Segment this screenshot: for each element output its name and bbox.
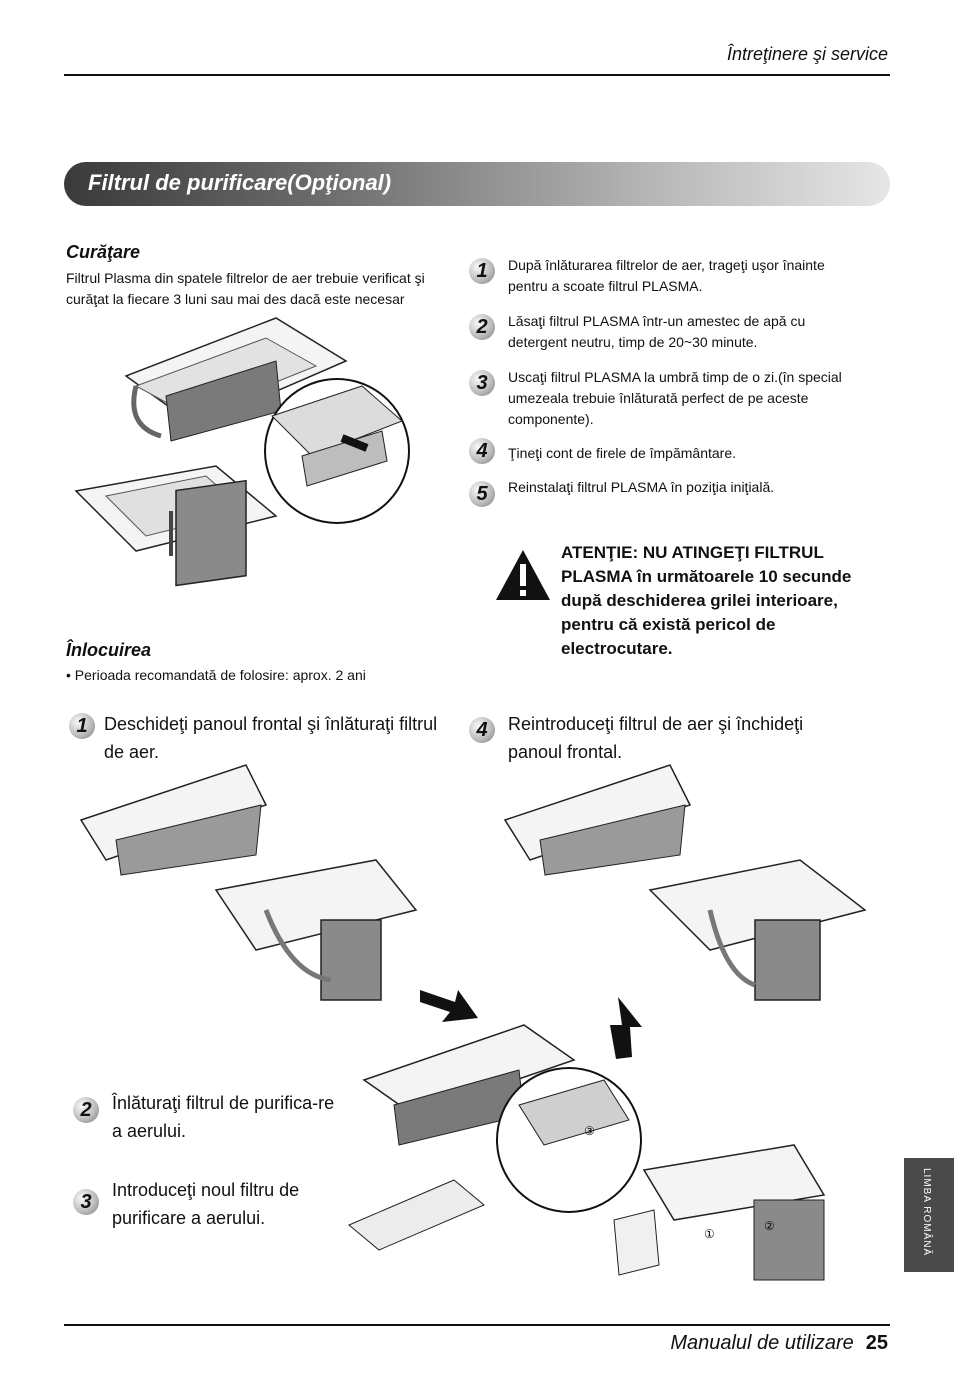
replacement-note: • Perioada recomandată de folosire: apro… <box>66 667 366 683</box>
cleaning-step-3-badge: 3 <box>469 370 495 396</box>
replacement-step-3-badge: 3 <box>73 1189 99 1215</box>
section-header: Întreţinere şi service <box>726 44 888 64</box>
flow-arrow-up-icon <box>610 997 642 1059</box>
cleaning-illustration <box>74 317 348 587</box>
detail-circle-illustration <box>264 378 410 524</box>
replacement-step-1-badge: 1 <box>69 713 95 739</box>
footer-manual-title: Manualul de utilizare <box>670 1332 854 1354</box>
replacement-close-illustration <box>503 764 867 1001</box>
page-number: 25 <box>865 1332 888 1354</box>
bottom-rule <box>64 1324 890 1326</box>
replacement-step-2-badge: 2 <box>73 1097 99 1123</box>
cleaning-step-3-text: Uscaţi filtrul PLASMA la umbră timp de o… <box>508 369 842 427</box>
cleaning-step-4-badge: 4 <box>469 438 495 464</box>
cleaning-description: Filtrul Plasma din spatele filtrelor de … <box>66 270 425 307</box>
top-rule <box>64 74 890 76</box>
cleaning-step-5-badge: 5 <box>469 481 495 507</box>
section-banner: Filtrul de purificare(Opţional) <box>64 162 890 206</box>
cleaning-step-1-text: După înlăturarea filtrelor de aer, trage… <box>508 257 825 294</box>
footer: Manualul de utilizare 25 <box>670 1332 888 1355</box>
callout-1: ① <box>704 1227 715 1241</box>
replacement-title: Înlocuirea <box>66 640 152 660</box>
cleaning-title: Curăţare <box>66 242 141 262</box>
cleaning-step-5-text: Reinstalaţi filtrul PLASMA în poziţia in… <box>508 479 775 495</box>
warning-triangle-icon <box>496 550 550 600</box>
cleaning-step-1-badge: 1 <box>469 258 495 284</box>
replacement-step-1-text: Deschideţi panoul frontal şi înlăturaţi … <box>104 714 438 762</box>
cleaning-step-2-badge: 2 <box>469 314 495 340</box>
warning-text: ATENŢIE: NU ATINGEŢI FILTRUL PLASMA în u… <box>561 543 852 658</box>
replacement-step-3-text: Introduceţi noul filtru de purificare a … <box>112 1180 300 1228</box>
flow-arrow-down-icon <box>420 990 478 1022</box>
language-side-tab: LIMBA ROMÂNĂ <box>904 1158 954 1272</box>
replacement-step-4-text: Reintroduceţi filtrul de aer şi închideţ… <box>508 714 804 762</box>
replacement-open-illustration <box>79 764 418 1001</box>
callout-2: ② <box>764 1219 775 1233</box>
replacement-step-2-text: Înlăturaţi filtrul de purifica-re a aeru… <box>112 1093 335 1141</box>
replacement-filter-illustration: ① ② ③ <box>348 1024 826 1281</box>
callout-3: ③ <box>584 1124 595 1138</box>
language-side-tab-label: LIMBA ROMÂNĂ <box>921 1168 932 1257</box>
cleaning-step-2-text: Lăsaţi filtrul PLASMA într-un amestec de… <box>508 313 806 350</box>
cleaning-step-4-text: Ţineţi cont de firele de împământare. <box>508 445 737 461</box>
replacement-step-4-badge: 4 <box>469 717 495 743</box>
banner-title: Filtrul de purificare(Opţional) <box>88 170 392 195</box>
